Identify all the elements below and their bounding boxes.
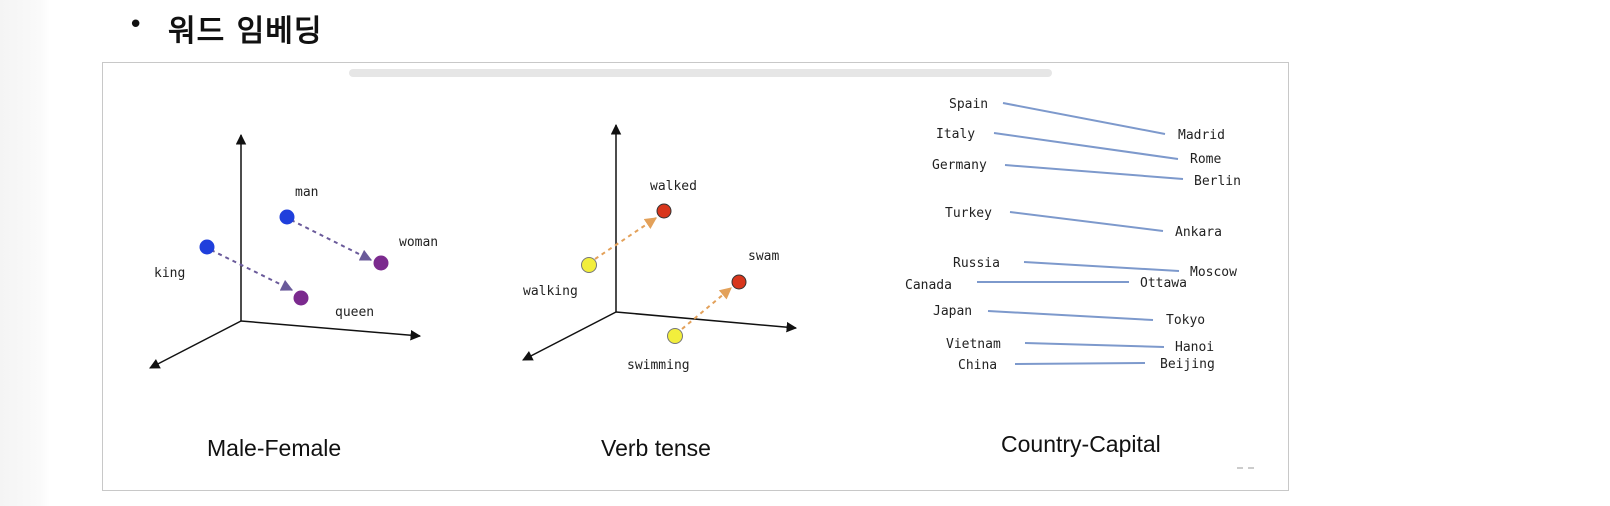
- label-country: Russia: [953, 256, 1000, 271]
- panel-male-female: man woman king queen Male-Female: [149, 133, 438, 461]
- dot-woman: [373, 255, 389, 271]
- label-swimming: swimming: [627, 358, 690, 373]
- link-turkey-ankara: [1009, 211, 1164, 232]
- dot-swimming: [667, 328, 683, 344]
- label-man: man: [295, 185, 318, 200]
- word-embedding-figure: man woman king queen Male-Female walked …: [102, 62, 1289, 491]
- dot-swam: [731, 274, 747, 290]
- axes-verb-tense: [522, 123, 798, 361]
- label-country: China: [958, 358, 997, 373]
- arrow-king-queen: [210, 249, 294, 291]
- caption-male-female: Male-Female: [207, 435, 341, 461]
- dot-king: [199, 239, 215, 255]
- label-woman: woman: [399, 235, 438, 250]
- label-capital: Tokyo: [1166, 313, 1205, 328]
- dot-walking: [581, 257, 597, 273]
- panel-verb-tense: walked walking swam swimming Verb tense: [522, 123, 798, 461]
- caption-country-capital: Country-Capital: [1001, 431, 1161, 457]
- label-capital: Madrid: [1178, 128, 1225, 143]
- label-country: Vietnam: [946, 337, 1001, 352]
- label-capital: Berlin: [1194, 174, 1241, 189]
- axis-x: [240, 320, 422, 341]
- label-country: Canada: [905, 278, 952, 293]
- label-country: Italy: [936, 127, 975, 142]
- link-spain-madrid: [1002, 102, 1166, 135]
- label-swam: swam: [748, 249, 779, 264]
- link-china-beijing: [1014, 362, 1146, 365]
- bullet-marker: •: [128, 10, 144, 40]
- dot-queen: [293, 290, 309, 306]
- label-walking: walking: [523, 284, 578, 299]
- label-capital: Ottawa: [1140, 276, 1187, 291]
- figure-canvas: man woman king queen Male-Female walked …: [149, 69, 1254, 469]
- link-italy-rome: [993, 132, 1179, 160]
- label-capital: Hanoi: [1175, 340, 1214, 355]
- label-country: Spain: [949, 97, 988, 112]
- label-capital: Beijing: [1160, 357, 1215, 372]
- label-queen: queen: [335, 305, 374, 320]
- dot-walked: [656, 203, 672, 219]
- arrow-man-woman: [290, 219, 373, 261]
- axis-z: [522, 311, 617, 361]
- label-king: king: [154, 266, 185, 281]
- caption-verb-tense: Verb tense: [601, 435, 711, 461]
- label-capital: Rome: [1190, 152, 1221, 167]
- label-country: Germany: [932, 158, 987, 173]
- axes-male-female: [149, 133, 422, 369]
- panel-country-capital: Spain Italy Germany Turkey Russia Canada…: [905, 97, 1241, 457]
- axis-z: [149, 320, 242, 369]
- link-japan-tokyo: [987, 310, 1154, 321]
- label-country: Japan: [933, 304, 972, 319]
- arrow-walking-walked: [594, 217, 657, 260]
- link-vietnam-hanoi: [1024, 342, 1165, 348]
- dot-man: [279, 209, 295, 225]
- label-capital: Moscow: [1190, 265, 1237, 280]
- left-margin-strip: [0, 0, 50, 506]
- label-capital: Ankara: [1175, 225, 1222, 240]
- axis-x: [615, 311, 798, 333]
- page-heading: 워드 임베딩: [168, 14, 323, 49]
- label-country: Turkey: [945, 206, 992, 221]
- link-russia-moscow: [1023, 261, 1180, 272]
- arrow-swimming-swam: [681, 287, 732, 330]
- link-germany-berlin: [1004, 164, 1184, 180]
- label-walked: walked: [650, 179, 697, 194]
